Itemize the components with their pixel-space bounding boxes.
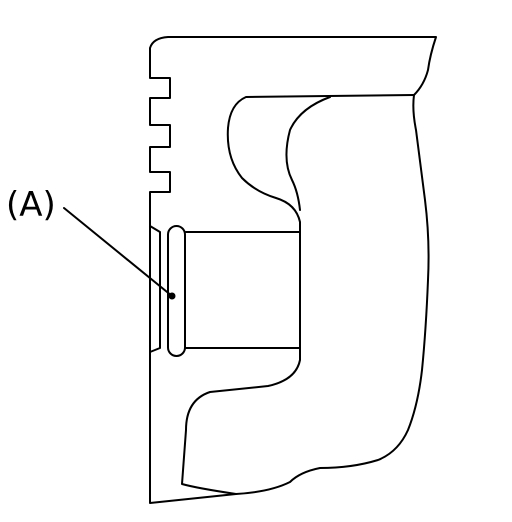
cavity-back-curve	[285, 96, 331, 211]
inner-cavity-outline	[181, 94, 415, 495]
seal-ring	[167, 225, 186, 357]
outer-body-outline	[149, 36, 437, 504]
callout-leader-line	[63, 207, 173, 297]
recess-step	[149, 225, 161, 353]
callout-label-a: (A)	[6, 185, 56, 225]
callout-leader-dot	[168, 292, 176, 300]
